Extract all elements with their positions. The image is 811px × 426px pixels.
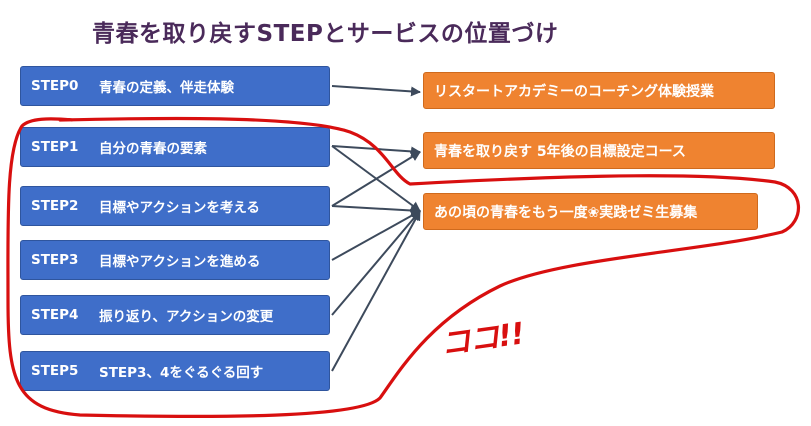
- service-box-1: 青春を取り戻す 5年後の目標設定コース: [423, 132, 775, 169]
- step-label: 自分の青春の要素: [99, 141, 207, 157]
- arrow-step2-to-service1: [331, 151, 421, 207]
- step-code: STEP0: [31, 78, 79, 94]
- step-label: 青春の定義、伴走体験: [99, 80, 234, 96]
- service-label: あの頃の青春をもう一度❀実践ゼミ生募集: [434, 204, 698, 221]
- arrow-step0-to-service0: [331, 85, 421, 97]
- arrow-step4-to-service2: [331, 210, 421, 316]
- step-box-5: STEP5 STEP3、4をぐるぐる回す: [20, 351, 330, 391]
- arrow-step2-to-service2: [331, 205, 421, 216]
- step-code: STEP1: [31, 139, 79, 155]
- service-box-0: リスタートアカデミーのコーチング体験授業: [423, 72, 775, 109]
- step-label: 目標やアクションを進める: [99, 254, 261, 270]
- service-label: 青春を取り戻す 5年後の目標設定コース: [434, 143, 686, 160]
- step-box-0: STEP0 青春の定義、伴走体験: [20, 66, 330, 106]
- arrow-step5-to-service2: [331, 210, 421, 372]
- step-code: STEP3: [31, 252, 79, 268]
- step-box-1: STEP1 自分の青春の要素: [20, 127, 330, 167]
- service-box-2: あの頃の青春をもう一度❀実践ゼミ生募集: [423, 193, 758, 230]
- step-label: 目標やアクションを考える: [99, 200, 260, 216]
- service-label: リスタートアカデミーのコーチング体験授業: [434, 83, 714, 100]
- diagram-title: 青春を取り戻すSTEPとサービスの位置づけ: [92, 21, 559, 47]
- step-box-3: STEP3 目標やアクションを進める: [20, 240, 330, 280]
- arrow-step3-to-service2: [331, 210, 421, 261]
- step-box-4: STEP4 振り返り、アクションの変更: [20, 295, 330, 335]
- step-label: STEP3、4をぐるぐる回す: [99, 365, 264, 381]
- step-code: STEP4: [31, 307, 79, 323]
- step-label: 振り返り、アクションの変更: [99, 309, 274, 325]
- step-code: STEP5: [31, 363, 79, 379]
- step-box-2: STEP2 目標やアクションを考える: [20, 186, 330, 226]
- step-code: STEP2: [31, 198, 79, 214]
- highlight-loop: [6, 116, 800, 419]
